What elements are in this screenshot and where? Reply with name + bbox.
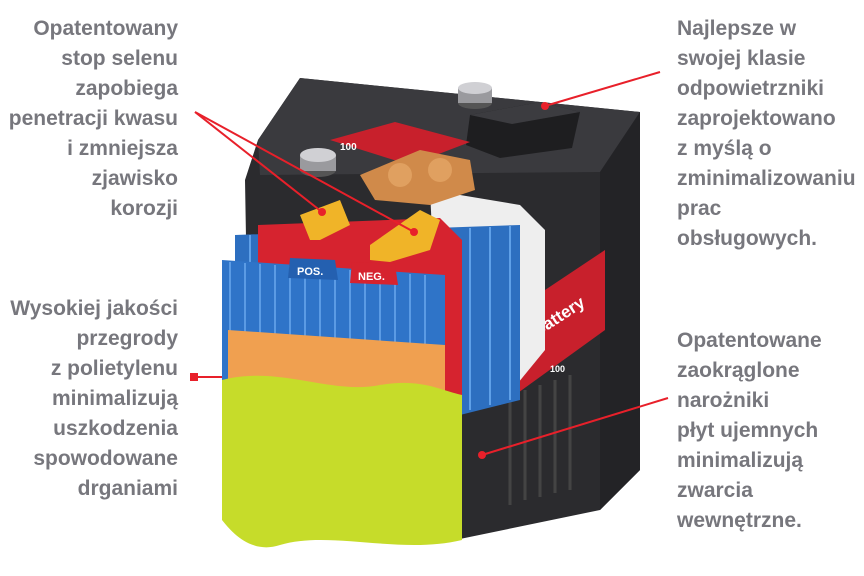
callout-line: obsługowych. (677, 227, 818, 250)
callout-line: Najlepsze w (677, 17, 797, 40)
callout-line: Opatentowany (33, 17, 178, 40)
callout-line: zjawisko (91, 167, 178, 190)
callout-rounded-corners: Opatentowane zaokrąglone narożniki płyt … (677, 326, 822, 536)
callout-line: z myślą o (677, 137, 772, 160)
callout-line: zapobiega (75, 77, 178, 100)
terminal-negative-icon (458, 82, 492, 109)
copper-straps (360, 150, 475, 205)
callout-line: zwarcia (677, 479, 753, 502)
callout-line: zaokrąglone (677, 359, 800, 382)
callout-line: zminimalizowaniu (677, 167, 856, 190)
callout-line: i zmniejsza (67, 137, 178, 160)
callout-selenium-alloy: Opatentowany stop selenu zapobiega penet… (9, 14, 178, 224)
neg-tab: NEG. (350, 262, 398, 285)
callout-line: odpowietrzniki (677, 77, 824, 100)
side-badge: 100 (550, 364, 565, 374)
callout-line: stop selenu (61, 47, 178, 70)
callout-line: wewnętrzne. (677, 509, 802, 532)
callout-line: minimalizują (51, 387, 178, 410)
callout-line: korozji (110, 197, 178, 220)
callout-line: prac (677, 197, 722, 220)
callout-vents: Najlepsze w swojej klasie odpowietrzniki… (677, 14, 856, 254)
callout-line: przegrody (76, 327, 178, 350)
callout-separators: Wysokiej jakości przegrody z polietylenu… (10, 294, 178, 504)
green-separator (222, 375, 462, 548)
callout-line: narożniki (677, 389, 770, 412)
callout-line: penetracji kwasu (8, 107, 178, 130)
leader-endpoints (190, 102, 549, 459)
callout-line: Opatentowane (677, 329, 822, 352)
lead-straps (300, 200, 440, 262)
callout-line: spowodowane (33, 447, 178, 470)
vent-cap (466, 102, 580, 158)
callout-line: z polietylenu (50, 357, 178, 380)
top-badge: 100 (340, 142, 357, 153)
callout-line: płyt ujemnych (677, 419, 819, 442)
leader-lines (190, 71, 669, 456)
pos-tab-label: POS. (297, 266, 323, 278)
callout-line: swojej klasie (677, 47, 806, 70)
callout-line: zaprojektowano (677, 107, 836, 130)
callout-line: minimalizują (677, 449, 804, 472)
callout-line: Wysokiej jakości (10, 297, 178, 320)
pos-tab: POS. (288, 258, 338, 280)
callout-line: uszkodzenia (53, 417, 178, 440)
callout-line: drganiami (77, 477, 178, 500)
neg-tab-label: NEG. (358, 271, 385, 283)
